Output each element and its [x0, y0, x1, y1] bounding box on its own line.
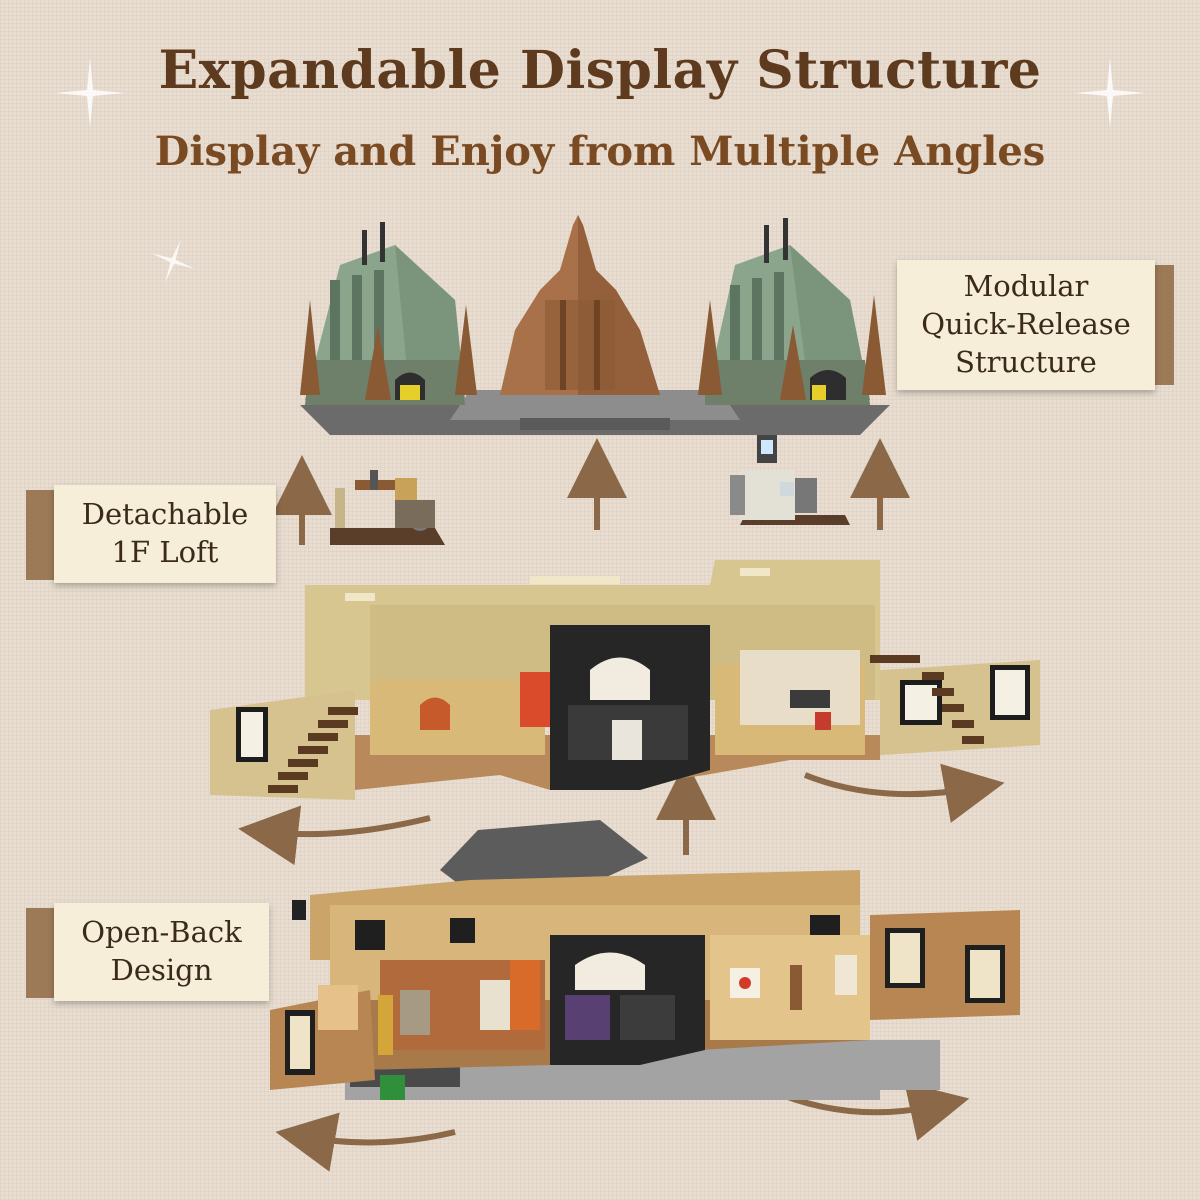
- label-tab: [26, 908, 56, 998]
- up-arrow-icon: [272, 438, 910, 855]
- sparkle-icon: [1075, 58, 1145, 128]
- label-loft-text: Detachable 1F Loft: [81, 497, 249, 569]
- label-detachable-loft: Detachable 1F Loft: [54, 485, 276, 583]
- roof-module: [300, 215, 890, 435]
- ground-floor: [270, 820, 1020, 1100]
- sparkle-icon: [151, 239, 195, 283]
- loft-piece-right: [730, 435, 850, 525]
- rotate-arrow-icon: [238, 763, 1005, 1172]
- loft-piece-left: [330, 470, 445, 545]
- label-tab: [26, 490, 56, 580]
- label-modular-structure: Modular Quick-Release Structure: [897, 260, 1155, 390]
- middle-floor: [210, 560, 1040, 800]
- label-modular-text: Modular Quick-Release Structure: [921, 269, 1131, 379]
- page-title: Expandable Display Structure: [158, 40, 1042, 101]
- label-open-back-design: Open-Back Design: [54, 903, 269, 1001]
- sparkle-icon: [55, 58, 125, 128]
- label-open-back-text: Open-Back Design: [81, 915, 242, 987]
- page-subtitle: Display and Enjoy from Multiple Angles: [154, 128, 1046, 175]
